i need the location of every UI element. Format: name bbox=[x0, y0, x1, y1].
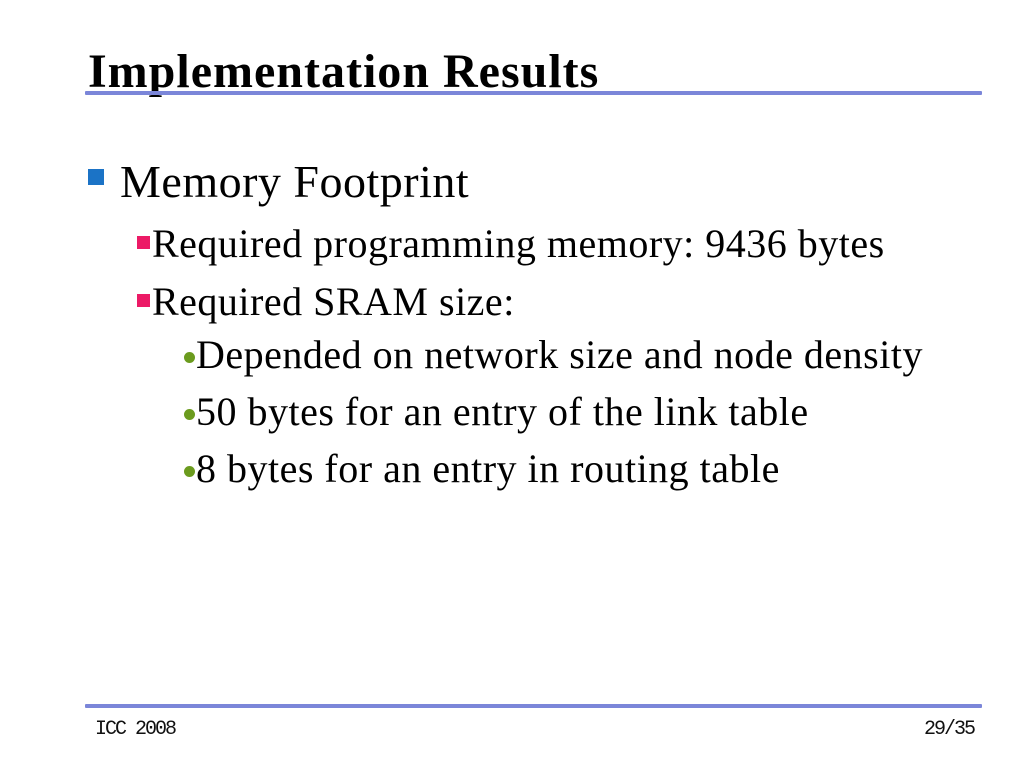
bullet-level2-text: Required SRAM size: bbox=[152, 279, 515, 324]
slide-title: Implementation Results bbox=[88, 45, 600, 99]
level3-dot-bullet-icon bbox=[184, 466, 195, 477]
bullet-level3-text: Depended on network size and node densit… bbox=[196, 332, 923, 377]
level3-dot-bullet-icon bbox=[184, 352, 195, 363]
title-divider-line bbox=[85, 91, 982, 95]
footer-conference-label: ICC 2008 bbox=[95, 718, 177, 741]
footer-divider-line bbox=[85, 704, 982, 708]
level3-dot-bullet-icon bbox=[184, 409, 195, 420]
level2-square-bullet-icon bbox=[137, 294, 150, 307]
bullet-level1-text: Memory Footprint bbox=[120, 156, 470, 207]
level1-square-bullet-icon bbox=[88, 169, 104, 185]
bullet-level3-text: 8 bytes for an entry in routing table bbox=[196, 446, 780, 491]
bullet-level3-text: 50 bytes for an entry of the link table bbox=[196, 389, 809, 434]
footer-page-number: 29/35 bbox=[923, 718, 976, 741]
level2-square-bullet-icon bbox=[137, 236, 150, 249]
bullet-level2-text: Required programming memory: 9436 bytes bbox=[152, 221, 885, 266]
